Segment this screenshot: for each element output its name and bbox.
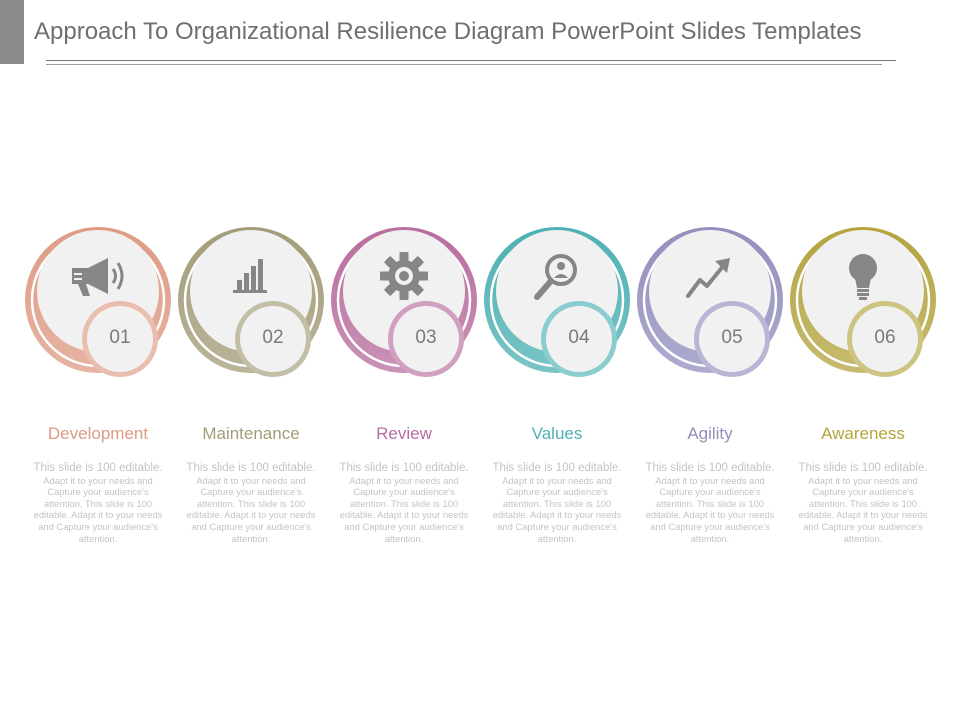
step-description-body: Adapt it to your needs and Capture your … [492,474,622,544]
step-description-lead: This slide is 100 editable. [798,462,928,474]
step-circle-graphic [25,227,171,377]
step-06: 06 [788,215,938,385]
step-label: Agility [687,424,733,443]
step-description: This slide is 100 editable. Adapt it to … [491,462,623,544]
step-04: 04 [482,215,632,385]
step-number: 02 [262,327,284,348]
step-description-lead: This slide is 100 editable. [492,462,622,474]
step-description-lead: This slide is 100 editable. [33,462,163,474]
gear-icon [380,252,428,300]
step-description-body: Adapt it to your needs and Capture your … [186,474,316,544]
step-02: 02 [176,215,326,385]
step-description-lead: This slide is 100 editable. [186,462,316,474]
lightbulb-icon [849,254,877,300]
user-search-icon [534,254,577,300]
step-number: 04 [568,327,590,348]
resilience-diagram: 01 02 03 04 05 06 [0,200,960,400]
title-accent-bar [0,0,24,64]
step-description: This slide is 100 editable. Adapt it to … [797,462,929,544]
step-description-lead: This slide is 100 editable. [339,462,469,474]
step-01: 01 [23,215,173,385]
step-label: Review [376,424,432,443]
step-circle-graphic [637,227,783,377]
step-05: 05 [635,215,785,385]
step-label: Awareness [821,424,905,443]
step-number: 05 [721,327,743,348]
step-circle-graphic [484,227,630,377]
step-description: This slide is 100 editable. Adapt it to … [338,462,470,544]
megaphone-icon [72,258,124,296]
step-description-body: Adapt it to your needs and Capture your … [33,474,163,544]
title-underline [46,60,896,61]
step-label: Development [47,424,149,443]
step-description: This slide is 100 editable. Adapt it to … [185,462,317,544]
step-number: 06 [874,327,896,348]
step-label: Maintenance [202,424,300,443]
step-circle-graphic [790,227,936,377]
title-underline-secondary [46,64,882,65]
slide-title: Approach To Organizational Resilience Di… [34,18,862,45]
growth-arrow-icon [686,258,730,298]
step-number: 03 [415,327,437,348]
step-description-lead: This slide is 100 editable. [645,462,775,474]
step-circle-graphic [331,227,477,377]
step-number: 01 [109,327,131,348]
step-03: 03 [329,215,479,385]
step-description: This slide is 100 editable. Adapt it to … [644,462,776,544]
bar-chart-icon [233,259,267,293]
step-description-body: Adapt it to your needs and Capture your … [339,474,469,544]
step-description-body: Adapt it to your needs and Capture your … [798,474,928,544]
step-circle-graphic [178,227,324,377]
step-label: Values [531,424,583,443]
step-description-body: Adapt it to your needs and Capture your … [645,474,775,544]
step-description: This slide is 100 editable. Adapt it to … [32,462,164,544]
